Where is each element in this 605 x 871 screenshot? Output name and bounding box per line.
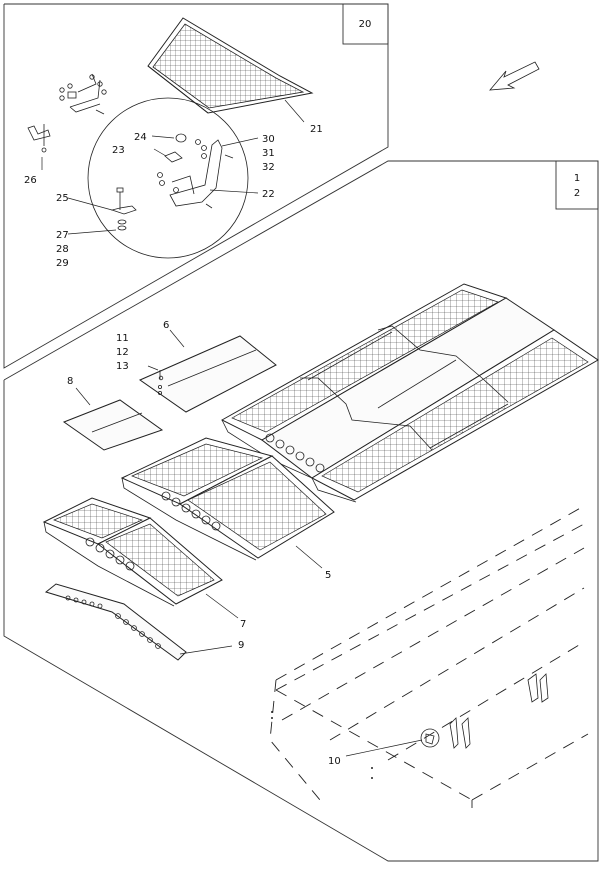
ref-box-20: 20	[342, 3, 389, 45]
long-grille-assembly	[220, 283, 599, 503]
callout-26: 26	[24, 175, 37, 186]
callout-12: 12	[116, 347, 129, 358]
frame-main	[3, 160, 599, 862]
callout-30: 30	[262, 134, 275, 145]
callout-8: 8	[67, 376, 73, 387]
bracket-assembly-small	[59, 73, 107, 115]
part-9-strip	[44, 583, 187, 661]
callout-32: 32	[262, 162, 275, 173]
callout-9: 9	[238, 640, 244, 651]
callout-23: 23	[112, 145, 125, 156]
callout-27: 27	[56, 230, 69, 241]
ref-box-1-2: 1 2	[555, 160, 599, 210]
leaders-top	[41, 99, 305, 235]
housing-reference-dashed	[269, 505, 589, 808]
callout-29: 29	[56, 258, 69, 269]
leaders-main	[75, 329, 423, 757]
callout-10: 10	[328, 756, 341, 767]
part-26-clip	[27, 124, 51, 153]
callout-labels: 21 24 23 30 31 32 26 22 25 27 28 29 6 11…	[24, 124, 341, 767]
callout-21: 21	[310, 124, 323, 135]
callout-28: 28	[56, 244, 69, 255]
callout-6: 6	[163, 320, 169, 331]
arrow-down-left-icon	[489, 61, 540, 91]
callout-22: 22	[262, 189, 275, 200]
part-21-top-grille	[147, 17, 314, 114]
ref-label-2: 2	[574, 188, 580, 199]
callout-31: 31	[262, 148, 275, 159]
part-7-grille	[42, 497, 223, 607]
part-6-cover-plate	[138, 335, 277, 413]
ref-label-1: 1	[574, 173, 580, 184]
detail-circle	[87, 97, 249, 259]
callout-5: 5	[325, 570, 331, 581]
ref-label-20: 20	[359, 19, 372, 30]
frame-top-left	[3, 3, 389, 369]
callout-25: 25	[56, 193, 69, 204]
part-8-cover-plate	[62, 399, 164, 451]
callout-13: 13	[116, 361, 129, 372]
callout-7: 7	[240, 619, 246, 630]
callout-11: 11	[116, 333, 129, 344]
part-5-grille	[120, 437, 335, 561]
callout-24: 24	[134, 132, 147, 143]
